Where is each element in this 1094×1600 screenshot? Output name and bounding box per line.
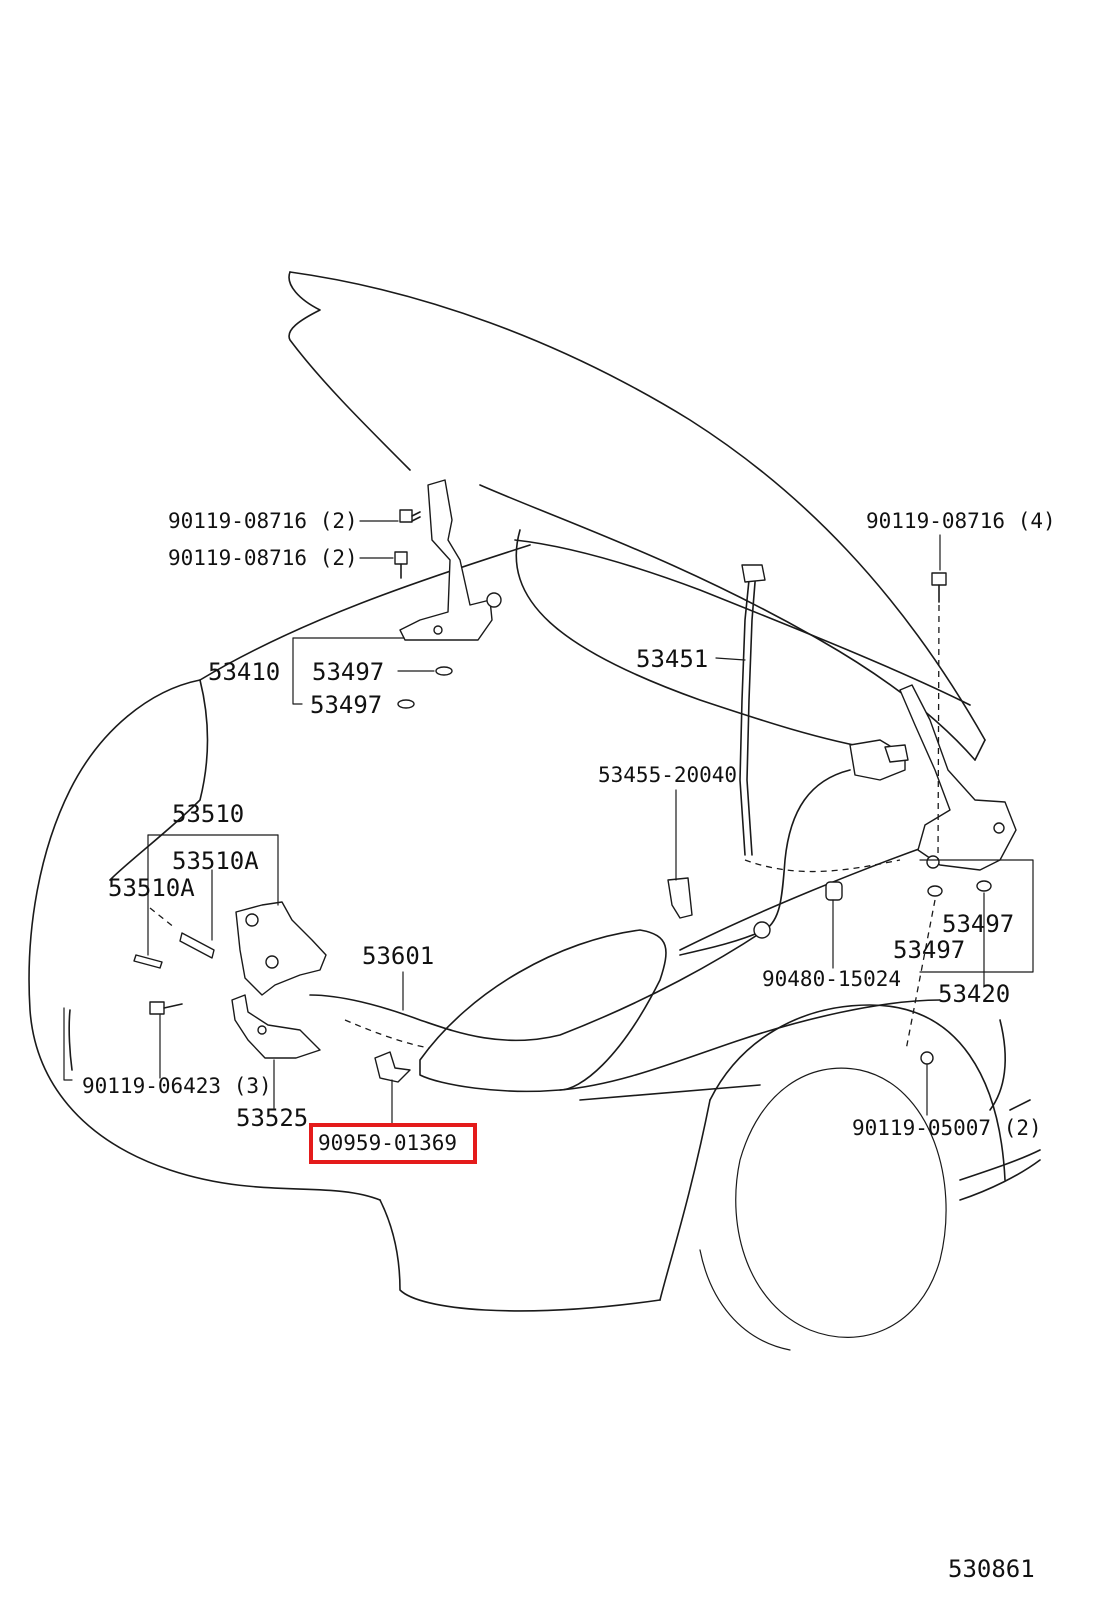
bolt-hood-right-icon: [931, 572, 947, 603]
washer-icon: [397, 699, 415, 709]
bolt-lock-icon: [149, 1001, 183, 1015]
hood-lock-assembly: [235, 901, 327, 996]
label-lock-spring-b: 53510A: [108, 874, 195, 902]
label-bolt-hinge-lower: 90119-08716 (2): [168, 546, 358, 570]
label-bolt-lock: 90119-06423 (3): [82, 1074, 272, 1098]
bolt-hinge-upper-icon: [399, 509, 421, 523]
label-bolt-hinge-upper: 90119-08716 (2): [168, 509, 358, 533]
lock-spring-icon: [179, 932, 215, 959]
hood-hinge-right: [899, 684, 1017, 871]
bolt-fender-icon: [920, 1051, 934, 1065]
highlight-box: [309, 1123, 477, 1164]
label-release-cable: 53601: [362, 942, 434, 970]
car-body-outline: [28, 271, 1041, 1351]
label-hinge-left-washer-a: 53497: [312, 658, 384, 686]
label-hinge-left: 53410: [208, 658, 280, 686]
washer-icon: [927, 885, 943, 897]
label-lock-support: 53525: [236, 1104, 308, 1132]
label-lock-spring-a: 53510A: [172, 847, 259, 875]
label-hinge-right-washer-a: 53497: [942, 910, 1014, 938]
label-support-rod: 53451: [636, 645, 708, 673]
washer-icon: [435, 666, 453, 676]
label-rod-holder: 53455-20040: [598, 763, 737, 787]
lock-support: [231, 994, 321, 1059]
label-clamp-highlighted: 90959-01369: [318, 1131, 457, 1155]
washer-icon: [976, 880, 992, 892]
hood-hinge-left: [399, 479, 502, 641]
label-lock-assy: 53510: [172, 800, 244, 828]
clamp-icon: [374, 1051, 411, 1083]
release-cable: [679, 769, 851, 956]
bolt-hinge-lower-icon: [394, 551, 408, 579]
hood-support-rod: [739, 564, 766, 856]
label-cushion: 90480-15024: [762, 967, 901, 991]
label-hinge-left-washer-b: 53497: [310, 691, 382, 719]
diagram-code: 530861: [948, 1555, 1035, 1583]
rod-holder-icon: [667, 877, 693, 919]
cable-grommet-icon: [753, 921, 771, 939]
dashed-leaders: [149, 604, 940, 1051]
cushion-icon: [825, 881, 843, 901]
label-bolt-hood-right: 90119-08716 (4): [866, 509, 1056, 533]
label-bolt-fender: 90119-05007 (2): [852, 1116, 1042, 1140]
lock-spring-icon: [133, 954, 163, 969]
label-hinge-right: 53420: [938, 980, 1010, 1008]
hood-release-handle: [849, 739, 909, 781]
leader-lines: [63, 520, 1034, 1127]
release-cable: [309, 929, 766, 1042]
label-hinge-right-washer-b: 53497: [893, 936, 965, 964]
